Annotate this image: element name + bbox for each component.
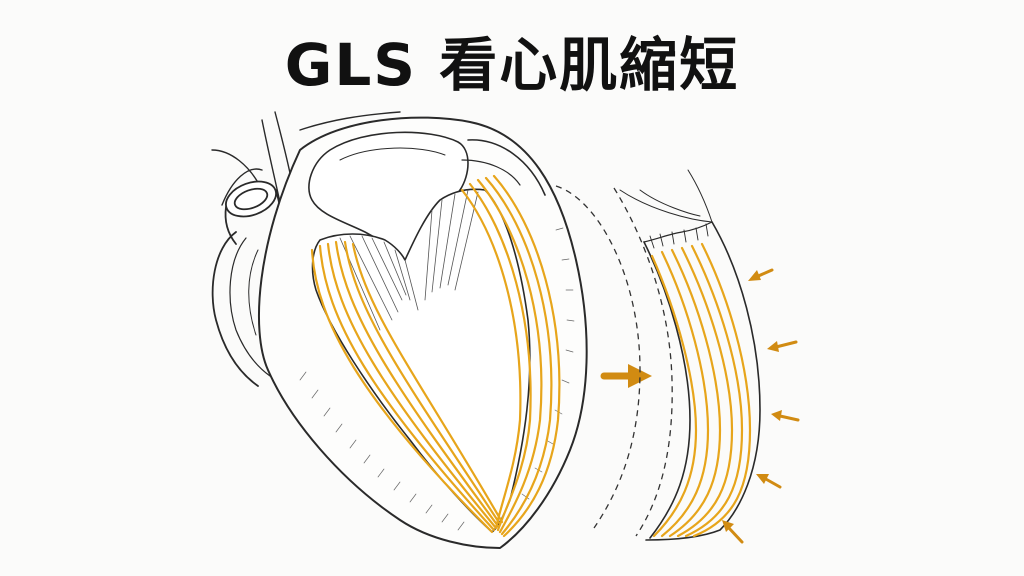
strip-inner-edge [643,241,691,539]
compression-arrow-1 [748,268,774,281]
wall-texture [299,227,575,531]
strip-outer-edge [645,221,761,541]
compression-arrow-2 [767,340,798,352]
page-title: GLS 看心肌縮短 [284,31,740,99]
strip-top-cut [643,221,713,243]
compression-arrow-3 [771,410,800,422]
dashed-guides [555,185,673,537]
strip-myocardial-fibers [650,242,752,538]
upper-right-chamber [467,139,546,196]
myocardial-strip-illustration [619,169,761,541]
orange-arrow-icon [600,364,652,388]
heart-illustration [211,111,588,549]
compression-arrow-5 [722,520,744,544]
compression-arrows [722,268,800,544]
compression-arrow-4 [756,474,782,489]
heart-myocardial-fibers [310,174,561,538]
atrium-outline [211,231,259,387]
